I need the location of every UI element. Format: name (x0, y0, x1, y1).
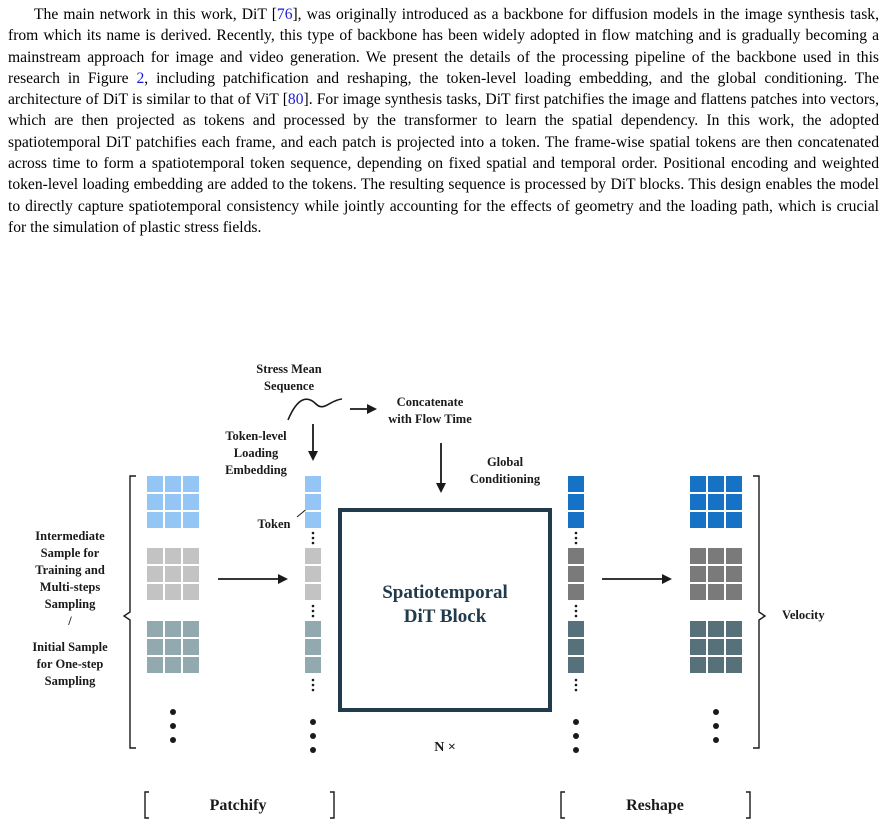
stress-mean-label-1: Stress Mean (256, 362, 321, 376)
text-s2: ], was originally introduced as a backbo… (8, 6, 879, 87)
stress-mean-label-2: Sequence (264, 379, 314, 393)
input-label-5: Sampling (45, 597, 96, 611)
token-label: Token (258, 517, 291, 531)
input-label-6: / (67, 614, 72, 628)
stress-curve-icon (287, 398, 343, 421)
global-cond-label-2: Conditioning (470, 472, 541, 486)
velocity-label: Velocity (782, 608, 825, 622)
reshape-label: Reshape (626, 797, 684, 814)
left-curly-brace (122, 475, 136, 749)
input-grid-3 (147, 621, 199, 673)
reshape-bracket-left (560, 791, 565, 819)
reshape-bracket-right (746, 791, 751, 819)
concat-label-2: with Flow Time (388, 412, 472, 426)
input-label-8: for One-step (37, 657, 104, 671)
concat-label-1: Concatenate (397, 395, 464, 409)
input-label-7: Initial Sample (32, 640, 108, 654)
dit-block (338, 508, 552, 712)
repeat-label: N × (434, 740, 456, 755)
architecture-figure: Stress Mean Sequence Concatenate with Fl… (32, 362, 825, 819)
output-grid-2 (690, 548, 742, 600)
output-grid-1 (690, 476, 742, 528)
block-title-1: Spatiotemporal (382, 582, 508, 603)
token-loading-label-3: Embedding (225, 463, 288, 477)
token-column-2 (568, 476, 584, 753)
text-s4: ]. For image synthesis tasks, DiT first … (8, 91, 879, 236)
citation-link[interactable]: 76 (276, 6, 293, 23)
input-grid-1 (147, 476, 199, 528)
figure-ref-link[interactable]: 2 (136, 69, 145, 87)
citation-link[interactable]: 80 (287, 91, 304, 109)
patchify-label: Patchify (210, 797, 267, 814)
patchify-bracket-left (144, 791, 149, 819)
text-s3: , including patchification and reshaping… (8, 69, 879, 109)
input-label-9: Sampling (45, 674, 96, 688)
input-label-4: Multi-steps (40, 580, 101, 594)
input-label-2: Sample for (41, 546, 100, 560)
token-loading-label-1: Token-level (225, 429, 287, 443)
body-paragraph: The main network in this work, DiT [76],… (8, 4, 879, 238)
token-column-1 (305, 476, 321, 753)
patchify-bracket-right (330, 791, 335, 819)
output-grid-3 (690, 621, 742, 673)
input-ellipsis (170, 709, 176, 743)
input-label-3: Training and (35, 563, 105, 577)
output-ellipsis (713, 709, 719, 743)
input-label-1: Intermediate (35, 529, 105, 543)
block-title-2: DiT Block (404, 606, 487, 627)
input-grid-2 (147, 548, 199, 600)
global-cond-label-1: Global (487, 455, 524, 469)
text-s1: The main network in this work, DiT [ (34, 6, 277, 23)
token-loading-label-2: Loading (234, 446, 279, 460)
right-curly-brace (753, 475, 767, 749)
